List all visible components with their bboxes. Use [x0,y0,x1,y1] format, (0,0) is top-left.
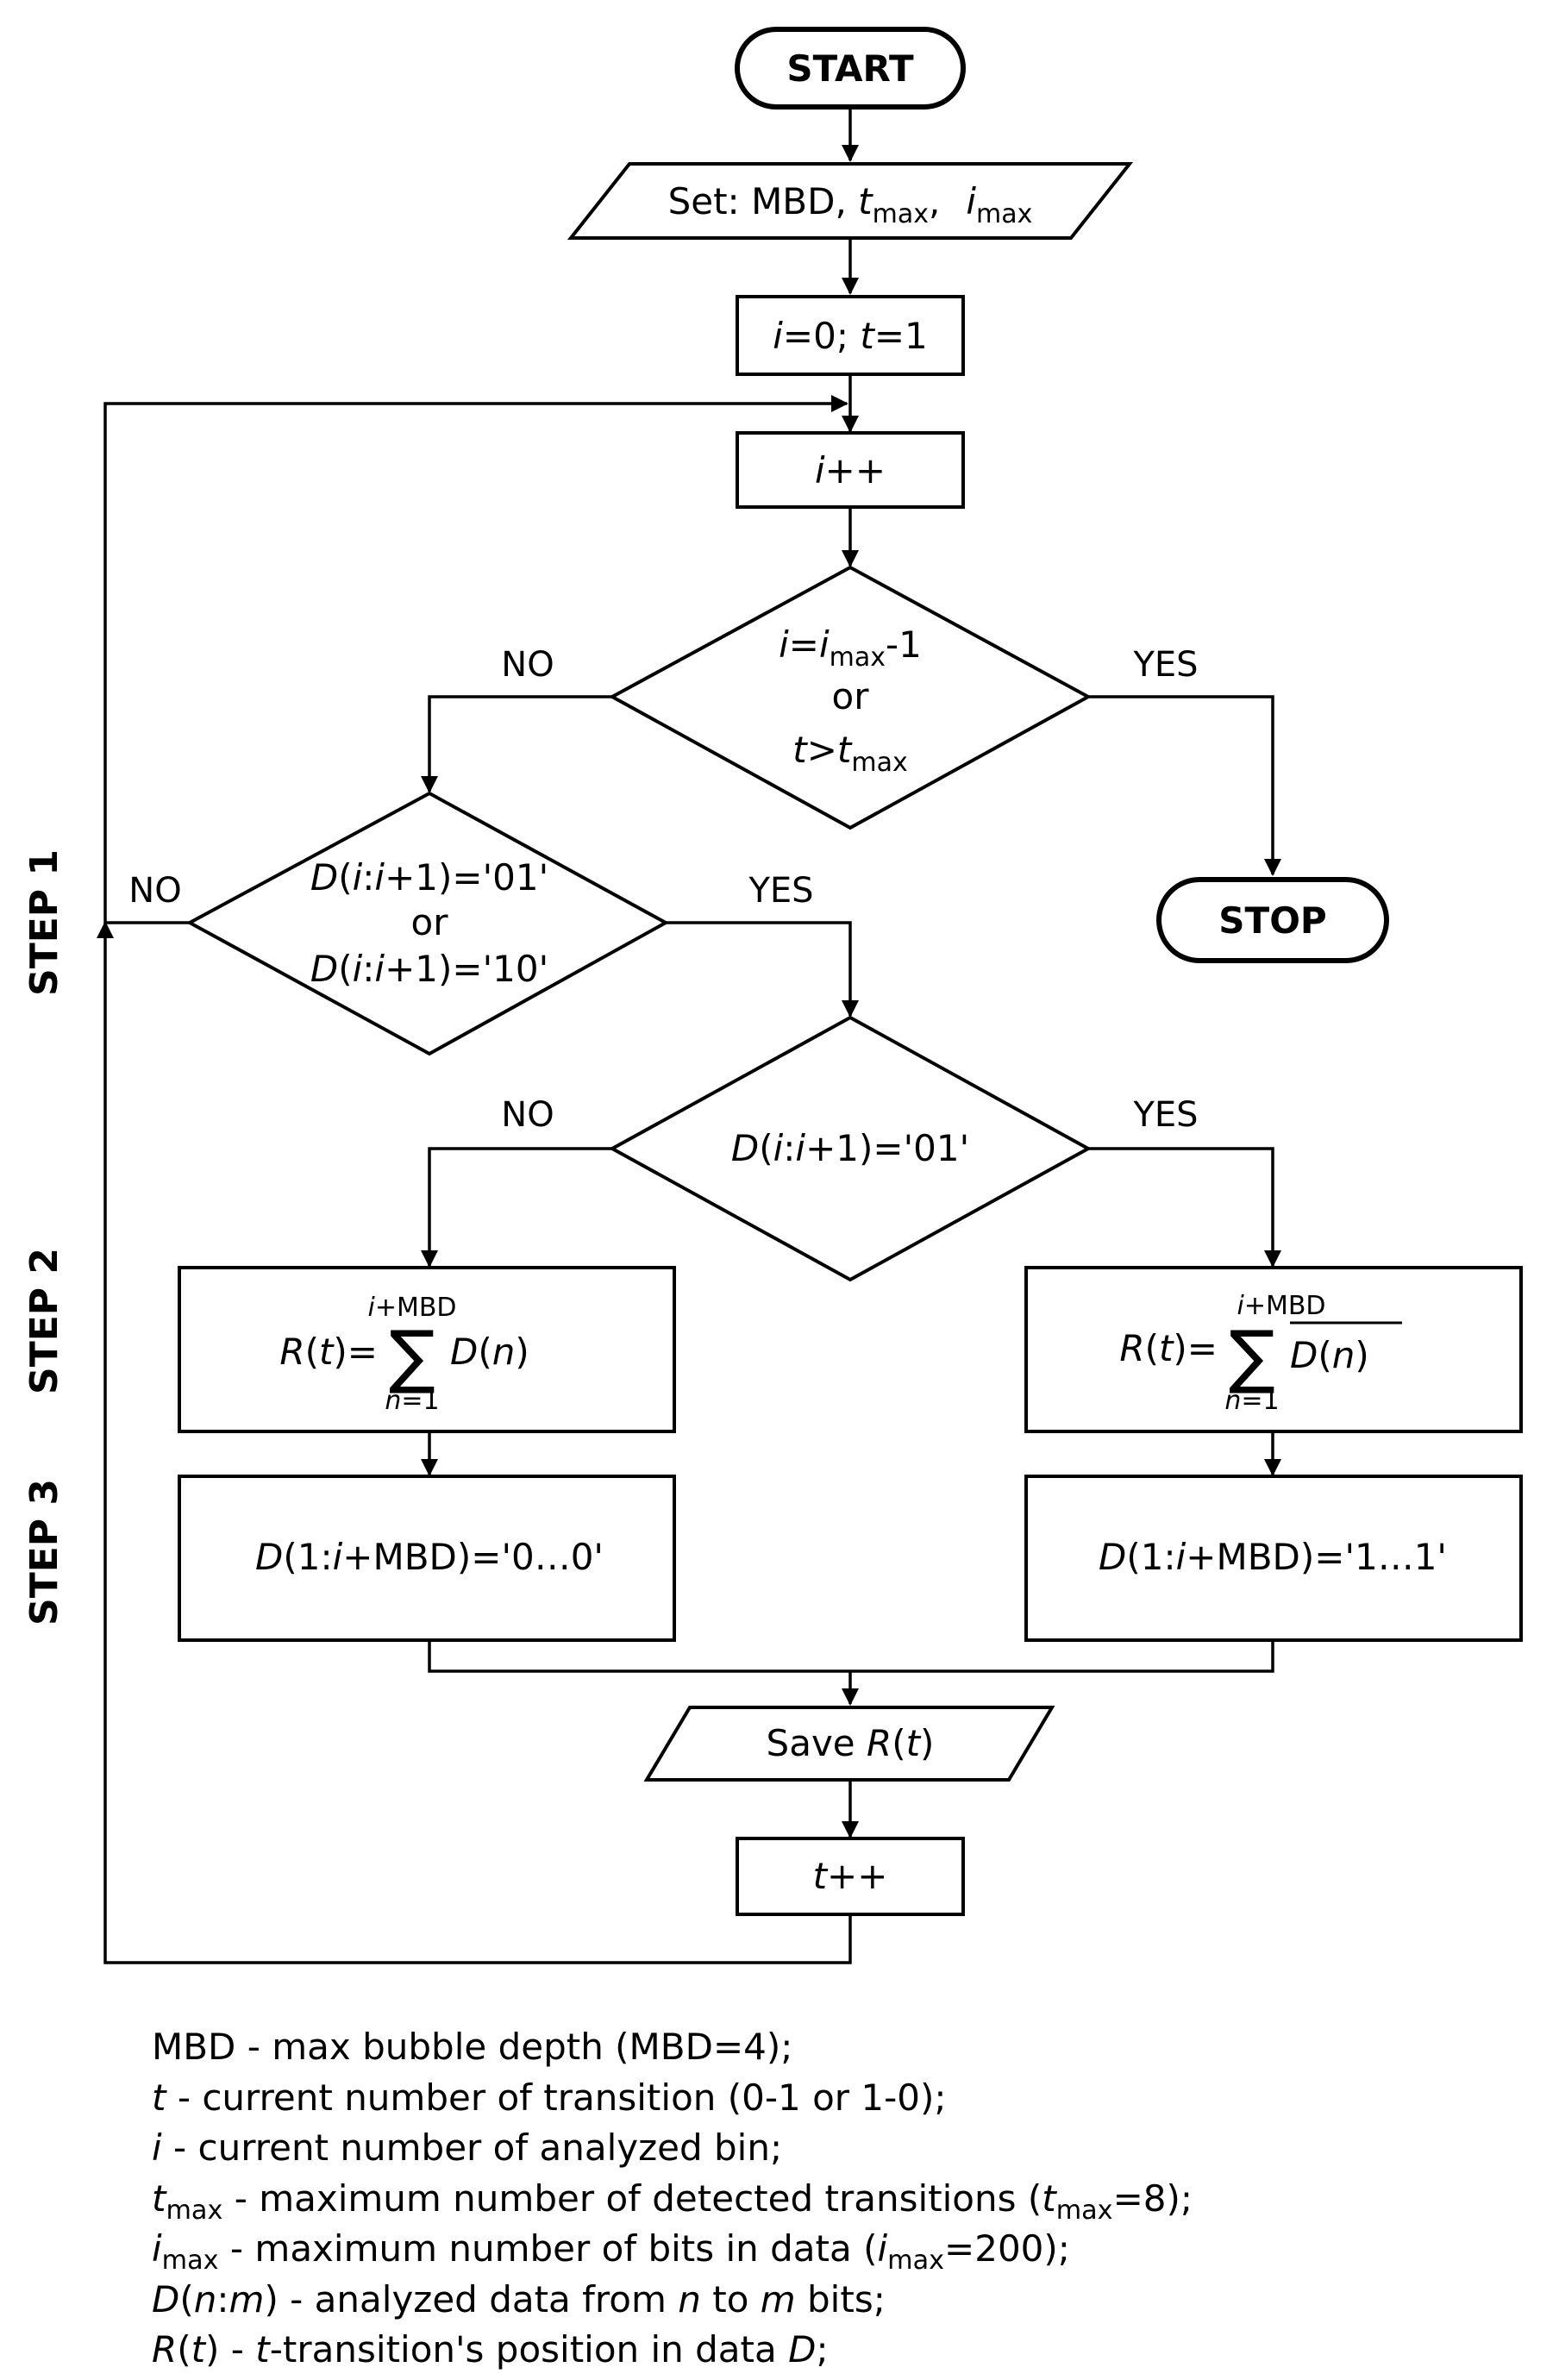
formula-left-sigma: ∑ [389,1316,435,1396]
arrow-decision-yes-to-stop [1088,695,1281,876]
arrow-transition-yes-to-type [666,921,859,1018]
init-process [736,295,965,376]
increment-i-process [736,431,965,509]
arrow-transition-no-loop [103,395,848,924]
start-label: START [786,47,914,90]
stop-condition-decision [608,565,1093,830]
formula-left-lhs: R(t)= [279,1331,378,1373]
formula-right-rhs: D(n) [1290,1334,1369,1376]
stop-condition-line1: i=imax-1 [779,623,922,673]
transition-decision [185,791,670,1056]
formula-right-upper: i+MBD [1237,1291,1325,1321]
formula-right-lower: n=1 [1224,1386,1279,1416]
transition-line1: D(i:i+1)='01' [310,856,548,899]
set-parameters-input [567,162,1134,240]
save-text: Save R(t) [767,1722,935,1764]
legend-line-imax: imax - maximum number of bits in data (i… [152,2227,1070,2277]
increment-t-text: t++ [813,1855,888,1897]
step3-label: STEP 3 [22,1479,66,1625]
transition-type-text: D(i:i+1)='01' [731,1127,969,1169]
legend-line-i: i - current number of analyzed bin; [152,2126,783,2169]
legend-line-tmax: tmax - maximum number of detected transi… [152,2176,1193,2226]
stop-decision-no-label: NO [501,645,554,685]
formula-right-lhs: R(t)= [1119,1327,1218,1369]
legend: MBD - max bubble depth (MBD=4); t - curr… [152,2022,1497,2376]
arrow-decision-no-to-transition [421,695,612,793]
legend-line-d: D(n:m) - analyzed data from n to m bits; [152,2277,886,2320]
reset-right-process [1024,1475,1523,1642]
stop-label: STOP [1218,899,1326,942]
type-no-label: NO [501,1095,554,1135]
save-output [643,1706,1055,1782]
init-text: i=0; t=1 [773,315,927,357]
transition-no-label: NO [128,871,181,911]
transition-type-decision [608,1015,1093,1282]
transition-line2: D(i:i+1)='10' [310,948,548,990]
stop-terminal [1156,877,1389,963]
increment-t-process [736,1837,965,1916]
type-yes-label: YES [1132,1095,1198,1135]
formula-left-rhs: D(n) [450,1331,529,1373]
start-terminal [735,27,966,110]
transition-or: or [411,901,449,943]
legend-line-mbd: MBD - max bubble depth (MBD=4); [152,2026,793,2068]
formula-left-process [178,1266,676,1433]
connectors [97,107,1281,1964]
arrow-type-no-to-formula [421,1147,612,1268]
set-parameters-text: Set: MBD, tmax,imax [668,180,1033,229]
formula-right-process [1024,1266,1523,1433]
increment-i-text: i++ [815,449,886,492]
formula-left-upper: i+MBD [367,1293,456,1323]
arrow-increment-t-loop [97,921,852,1964]
stop-decision-yes-label: YES [1132,645,1198,685]
reset-left-text: D(1:i+MBD)='0…0' [255,1536,604,1578]
stop-condition-line3: t>tmax [792,729,908,778]
legend-line-t: t - current number of transition (0-1 or… [152,2076,947,2119]
transition-yes-label: YES [748,871,813,911]
step2-label: STEP 2 [22,1248,66,1394]
reset-left-process [178,1475,676,1642]
legend-line-r: R(t) - t-transition's position in data D… [152,2328,829,2371]
step1-label: STEP 1 [22,849,66,996]
merge-line [428,1640,1274,1673]
reset-right-text: D(1:i+MBD)='1…1' [1099,1536,1447,1578]
formula-right-sigma: ∑ [1229,1316,1275,1396]
arrow-type-yes-to-formula [1088,1147,1281,1268]
formula-left-lower: n=1 [385,1386,439,1416]
stop-condition-or: or [832,675,870,717]
